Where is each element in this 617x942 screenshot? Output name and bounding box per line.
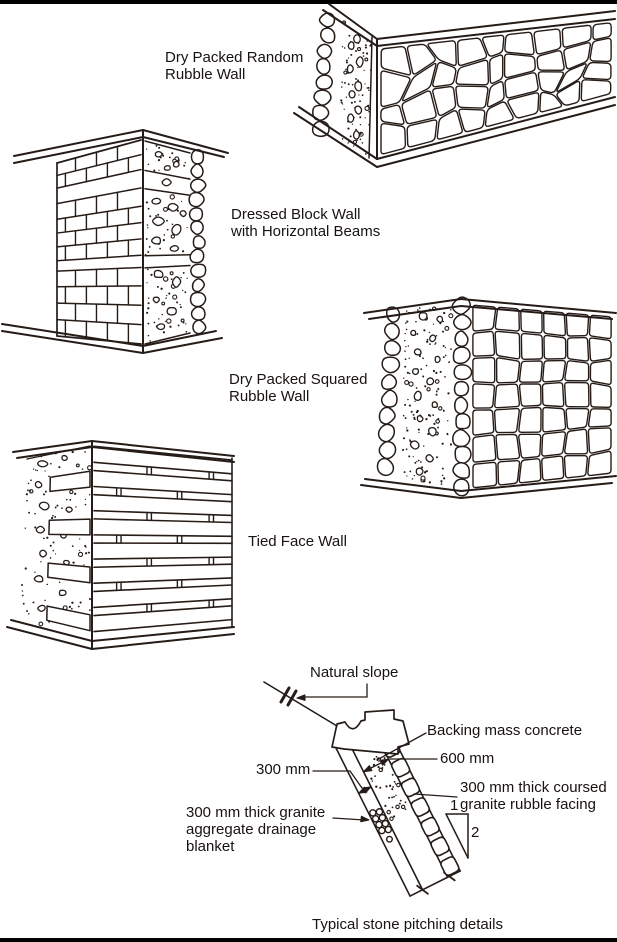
label-dressed-block-wall: Dressed Block Wall with Horizontal Beams [231, 206, 381, 240]
label-dim-300mm: 300 mm [256, 761, 311, 778]
label-slope-ratio-2: 2 [471, 824, 480, 841]
label-squared-rubble-wall: Dry Packed Squared Rubble Wall [229, 371, 368, 405]
dressed-block-wall-drawing [1, 129, 229, 354]
label-dim-600mm: 600 mm [440, 750, 495, 767]
caption-stone-pitching: Typical stone pitching details [312, 916, 503, 933]
random-rubble-wall-drawing [293, 3, 616, 168]
tied-face-wall-drawing [6, 440, 235, 650]
squared-rubble-wall-drawing [360, 296, 617, 499]
label-tied-face-wall: Tied Face Wall [248, 533, 347, 550]
label-drainage-blanket: 300 mm thick granite aggregate drainage … [186, 804, 326, 855]
label-natural-slope: Natural slope [310, 664, 399, 681]
label-random-rubble-wall: Dry Packed Random Rubble Wall [165, 49, 304, 83]
label-slope-ratio-1: 1 [450, 797, 459, 814]
label-rubble-facing: 300 mm thick coursed granite rubble faci… [460, 779, 607, 813]
top-edge-bar [0, 0, 617, 4]
stone-pitching-drawing [263, 681, 469, 897]
bottom-edge-bar [0, 938, 617, 942]
label-backing-mass-concrete: Backing mass concrete [427, 722, 583, 739]
